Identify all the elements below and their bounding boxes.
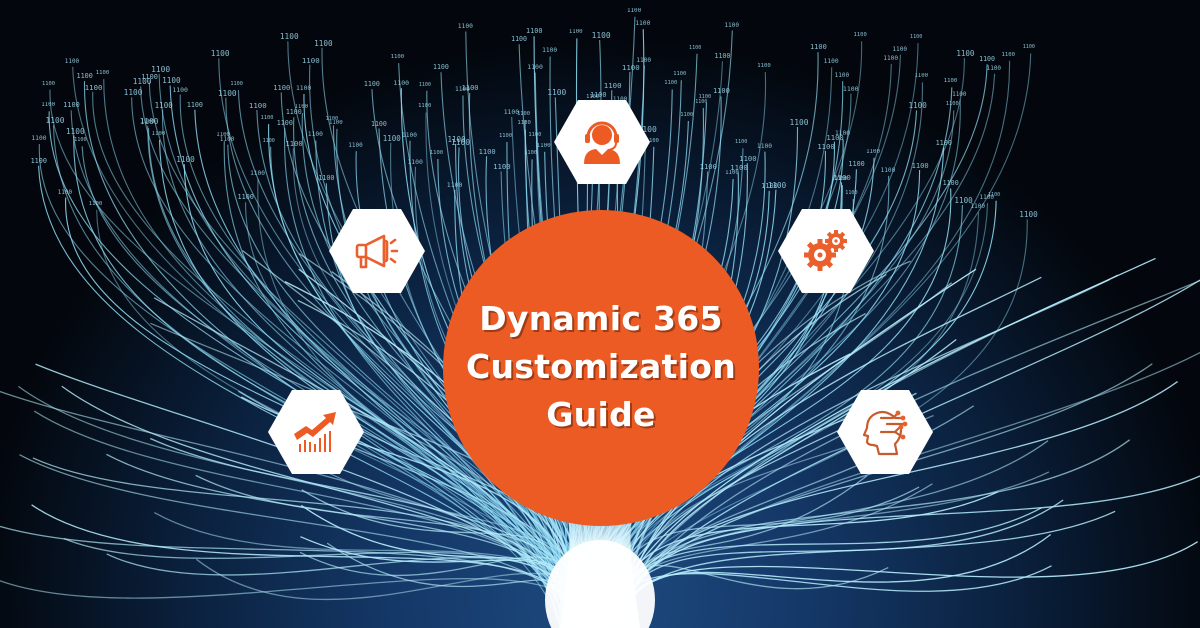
title-circle: Dynamic 365 Customization Guide [443, 210, 759, 526]
head-circuit-icon [862, 410, 908, 456]
hexagon-intelligence [837, 390, 933, 474]
title-line-3: Guide [546, 395, 656, 434]
hexagon-marketing [329, 209, 425, 293]
trending-chart-icon [294, 412, 336, 452]
hexagon-configuration [778, 209, 874, 293]
megaphone-icon [355, 234, 399, 269]
hexagon-growth-analytics [268, 390, 364, 474]
headset-agent-icon [584, 121, 620, 164]
banner-title: Dynamic 365 Customization Guide [466, 295, 736, 439]
hexagon-customer-support [554, 100, 650, 184]
title-line-2: Customization [465, 347, 737, 386]
gears-icon [804, 230, 847, 271]
title-line-1: Dynamic 365 [479, 299, 723, 338]
